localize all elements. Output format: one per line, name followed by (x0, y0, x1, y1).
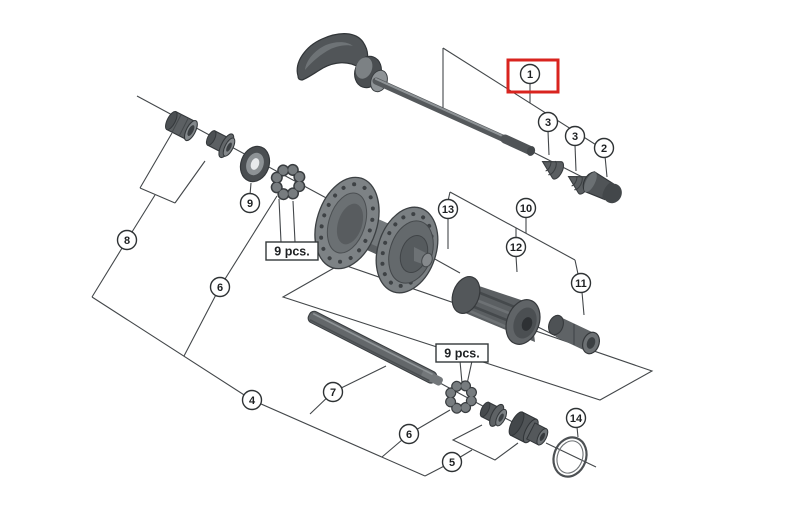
callout-number: 3 (572, 131, 578, 143)
callout-3: 3 (564, 125, 586, 147)
callout-number: 11 (575, 278, 587, 290)
callout-number: 6 (406, 429, 412, 441)
callout-number: 14 (570, 413, 583, 425)
cone-left (205, 130, 236, 159)
callout-number: 10 (520, 203, 532, 215)
quick-release-skewer (296, 33, 536, 156)
leader-lines (91, 47, 654, 477)
quantity-text: 9 pcs. (274, 245, 309, 259)
callout-12: 12 (505, 236, 527, 258)
callout-number: 5 (449, 457, 455, 469)
qr-spring-left (541, 160, 565, 180)
highlight-box (506, 58, 560, 94)
freehub-body (451, 276, 541, 345)
seal-ring-lower (552, 436, 588, 478)
callout-14: 14 (565, 407, 587, 429)
quantity-label: 9 pcs. (265, 241, 319, 261)
callout-number: 9 (247, 198, 253, 210)
callout-3: 3 (537, 111, 559, 133)
callout-7: 7 (322, 381, 344, 403)
callout-number: 13 (442, 204, 454, 216)
callout-number: 1 (527, 69, 533, 81)
callout-8: 8 (116, 229, 138, 251)
quantity-text: 9 pcs. (444, 347, 479, 361)
callout-9: 9 (239, 192, 261, 214)
callout-number: 12 (510, 242, 522, 254)
callout-1: 1 (519, 63, 541, 85)
subassembly-outline (281, 263, 654, 401)
lock-nut-unit-lower (508, 411, 549, 446)
cone-lower (479, 401, 508, 427)
hub-shell (314, 176, 439, 294)
callout-number: 6 (217, 282, 223, 294)
callout-number: 7 (330, 387, 336, 399)
callout-4: 4 (241, 389, 263, 411)
callout-6: 6 (209, 276, 231, 298)
callout-number: 3 (545, 117, 551, 129)
callout-11: 11 (570, 272, 592, 294)
lock-nut-left (165, 110, 198, 142)
ball-retainer-upper (269, 163, 307, 201)
callout-number: 4 (249, 395, 256, 407)
callout-number: 8 (124, 235, 130, 247)
hub-axle (307, 310, 443, 386)
qr-end-cap (582, 171, 622, 204)
seal-ring-upper (239, 145, 271, 183)
callout-13: 13 (437, 198, 459, 220)
hub-axle-stub (421, 252, 433, 268)
callout-5: 5 (441, 451, 463, 473)
callout-number: 2 (601, 143, 607, 155)
callout-2: 2 (593, 137, 615, 159)
quantity-label: 9 pcs. (435, 343, 489, 363)
callout-6: 6 (398, 423, 420, 445)
quantity-label-layer: 9 pcs. 9 pcs. (265, 241, 489, 363)
ball-retainer-lower (444, 379, 478, 415)
spacer-right (548, 314, 601, 355)
callout-10: 10 (515, 197, 537, 219)
